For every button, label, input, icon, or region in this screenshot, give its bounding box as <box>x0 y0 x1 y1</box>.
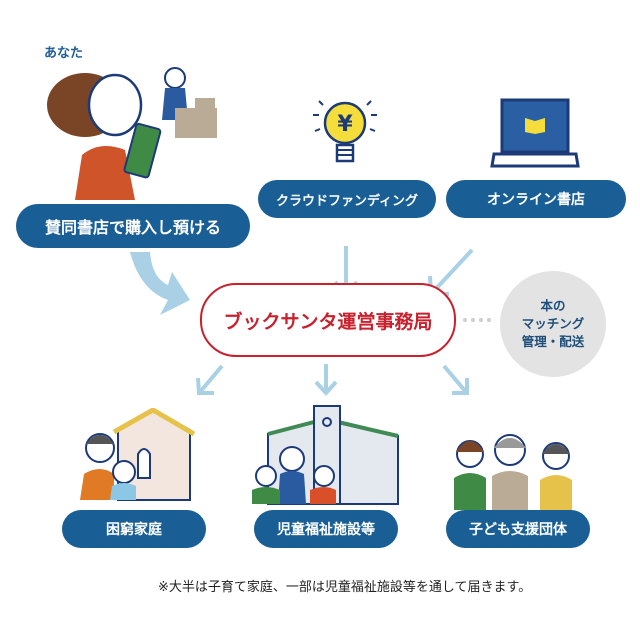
hub-box: ブックサンタ運営事務局 <box>200 283 456 357</box>
role-line2: マッチング <box>521 316 585 331</box>
source-crowdfunding: クラウドファンディング <box>258 180 436 218</box>
source-online-store: オンライン書店 <box>446 180 626 218</box>
curved-arrow <box>130 252 190 315</box>
arrow-to-family <box>196 364 224 395</box>
svg-text:¥: ¥ <box>337 112 353 137</box>
role-line3: 管理・配送 <box>521 334 585 349</box>
facility-building-illustration <box>252 405 399 505</box>
arrow-to-support <box>442 364 469 395</box>
you-label: あなた <box>44 46 84 61</box>
lightbulb-yen-icon: ¥ <box>313 100 377 163</box>
recipient-facility: 児童福祉施設等 <box>254 510 398 548</box>
footnote: ※大半は子育て家庭、一部は児童福祉施設等を通して届きます。 <box>158 580 532 595</box>
family-house-illustration <box>80 408 196 501</box>
role-circle: 本の マッチング 管理・配送 <box>500 271 606 377</box>
arrow-to-facility <box>314 364 338 396</box>
recipient-support-group: 子ども支援団体 <box>446 510 590 548</box>
hub-label: ブックサンタ運営事務局 <box>223 310 433 333</box>
bookstore-purchase-illustration <box>47 67 217 200</box>
recipient-family: 困窮家庭 <box>62 510 206 548</box>
role-line1: 本の <box>540 298 566 313</box>
laptop-icon <box>490 98 580 168</box>
source-bookstore: 賛同書店で購入し預ける <box>16 204 250 248</box>
support-group-illustration <box>454 434 572 510</box>
